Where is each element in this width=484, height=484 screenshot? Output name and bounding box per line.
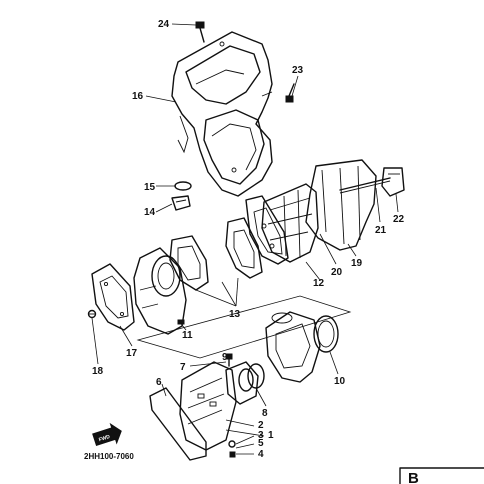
callout-8: 8 xyxy=(262,408,268,419)
callout-18: 18 xyxy=(92,366,104,377)
callout-10: 10 xyxy=(334,376,346,387)
callout-2: 2 xyxy=(258,420,264,431)
intake-manifold-7 xyxy=(225,361,259,405)
clamp-8 xyxy=(247,363,265,389)
leader-lines xyxy=(91,23,399,455)
callout-3: 3 xyxy=(258,430,264,441)
bolt-9 xyxy=(225,353,233,367)
fwd-arrow-icon: FWD xyxy=(92,422,122,447)
intake-plate-17 xyxy=(91,263,135,331)
grommet-14 xyxy=(171,195,191,211)
hose-clamp-10 xyxy=(313,315,339,353)
gasket-13-a xyxy=(225,217,263,279)
callout-1: 1 xyxy=(268,430,274,441)
callout-16: 16 xyxy=(132,91,144,102)
callout-20: 20 xyxy=(331,267,343,278)
gasket-12 xyxy=(245,195,289,265)
assembly-outline xyxy=(136,295,352,359)
callout-4: 4 xyxy=(258,449,264,460)
callout-11: 11 xyxy=(182,330,193,341)
bolt-18 xyxy=(87,309,97,319)
callout-9: 9 xyxy=(222,352,228,363)
callout-13: 13 xyxy=(229,309,241,320)
callout-24: 24 xyxy=(158,19,170,30)
reed-gasket-6 xyxy=(149,387,207,461)
wing-nut-22 xyxy=(381,167,405,197)
callout-12: 12 xyxy=(313,278,325,289)
carburetor xyxy=(265,311,321,383)
grommet-15 xyxy=(174,181,192,191)
washers-3-4-5 xyxy=(228,440,236,458)
callout-19: 19 xyxy=(351,258,363,269)
reed-valve-block xyxy=(179,361,237,451)
callout-7: 7 xyxy=(180,362,186,373)
air-box-housing xyxy=(171,31,273,197)
bolt-23 xyxy=(285,83,295,103)
carburetor-joint-11 xyxy=(133,247,187,335)
callout-6: 6 xyxy=(156,377,162,388)
callout-21: 21 xyxy=(375,225,387,236)
filter-cage xyxy=(261,183,319,263)
callout-15: 15 xyxy=(144,182,156,193)
section-badge-label: B xyxy=(408,470,419,484)
air-filter-element xyxy=(305,159,377,251)
callout-17: 17 xyxy=(126,348,138,359)
diagram-code: 2HH100-7060 xyxy=(84,452,134,461)
callout-22: 22 xyxy=(393,214,405,225)
callout-14: 14 xyxy=(144,207,156,218)
bolt-24 xyxy=(195,21,205,43)
section-badge: B xyxy=(399,467,484,484)
fwd-label: FWD xyxy=(98,434,111,443)
callout-5: 5 xyxy=(258,438,264,449)
callout-23: 23 xyxy=(292,65,304,76)
